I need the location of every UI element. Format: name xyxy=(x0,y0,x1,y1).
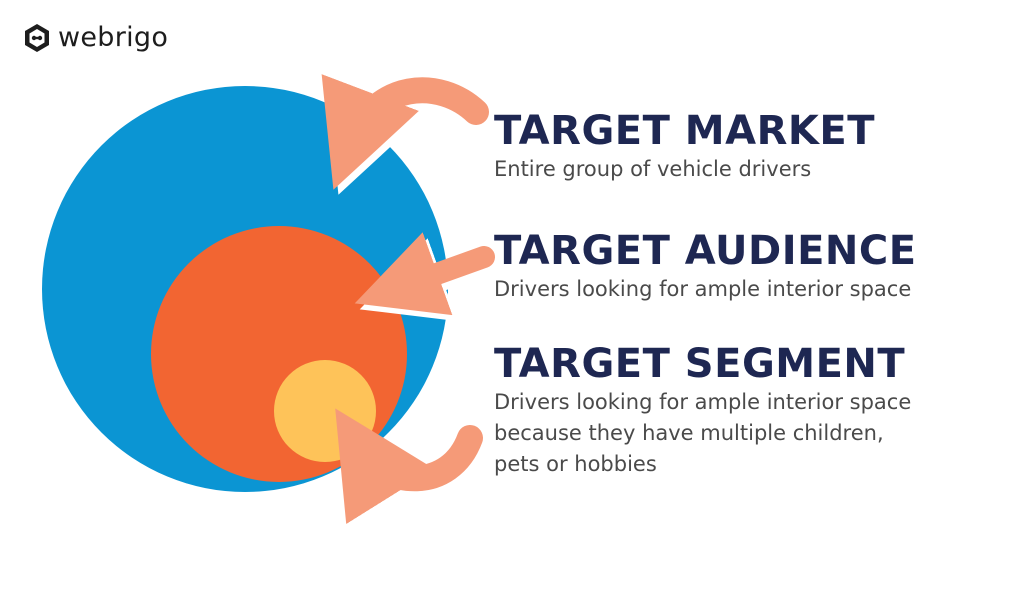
target-audience-block: TARGET AUDIENCE Drivers looking for ampl… xyxy=(494,228,917,305)
target-audience-description: Drivers looking for ample interior space xyxy=(494,277,912,301)
hexagon-logo-icon xyxy=(25,23,49,52)
target-segment-description-line: Drivers looking for ample interior space xyxy=(494,390,912,414)
brand-name: webrigo xyxy=(58,22,169,53)
target-segment-block: TARGET SEGMENT Drivers looking for ample… xyxy=(494,341,911,480)
target-market-arrow xyxy=(321,74,489,190)
target-segment-title: TARGET SEGMENT xyxy=(494,341,906,387)
target-market-description: Entire group of vehicle drivers xyxy=(494,157,812,181)
target-segment-description-line: because they have multiple children, xyxy=(494,421,884,445)
target-audience-arrow xyxy=(354,232,495,316)
target-market-title: TARGET MARKET xyxy=(494,108,875,154)
target-audience-title: TARGET AUDIENCE xyxy=(494,228,917,274)
target-segment-arrow xyxy=(335,408,483,525)
target-segment-description-line: pets or hobbies xyxy=(494,452,657,476)
target-market-block: TARGET MARKET Entire group of vehicle dr… xyxy=(494,108,875,185)
brand-logo: webrigo xyxy=(22,22,168,53)
